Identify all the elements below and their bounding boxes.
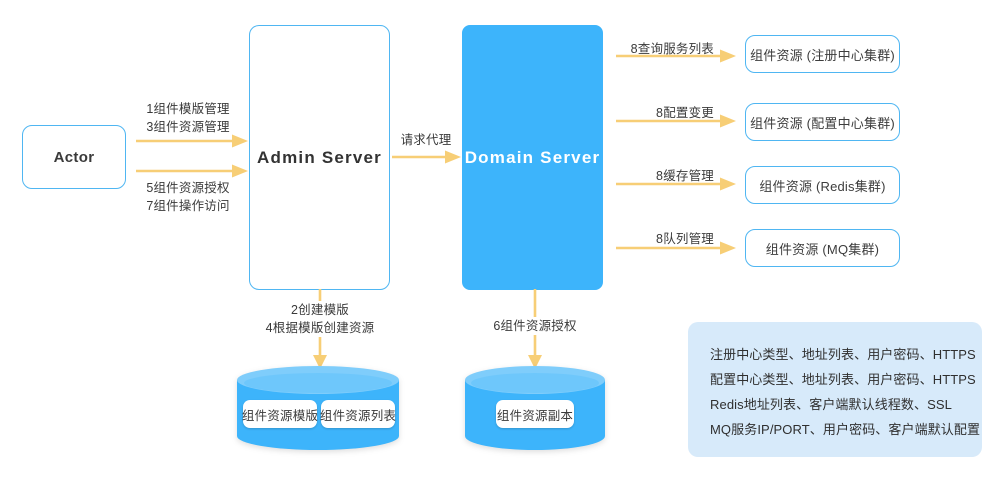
node-domain-server[interactable]: Domain Server [462, 25, 603, 290]
flow-label-line-2: 7组件操作访问 [146, 199, 230, 213]
node-actor-label: Actor [53, 148, 95, 166]
flow-label-line-2: 3组件资源管理 [146, 120, 230, 134]
database-domain[interactable]: 组件资源副本 [465, 366, 605, 450]
flow-label-domain-resource-2: 8缓存管理 [606, 167, 714, 185]
database-admin-shape [237, 366, 399, 450]
node-resource-redis[interactable]: 组件资源 (Redis集群) [745, 166, 900, 204]
node-resource-config[interactable]: 组件资源 (配置中心集群) [745, 103, 900, 141]
flow-label-text: 请求代理 [400, 133, 452, 147]
legend-line-2: Redis地址列表、客户端默认线程数、SSL [710, 397, 953, 412]
flow-label-line-1: 2创建模版 [291, 303, 349, 317]
arrow-domain-to-resource-0 [616, 49, 736, 63]
legend-line-1: 配置中心类型、地址列表、用户密码、HTTPS [710, 372, 976, 387]
node-resource-label: 组件资源 (注册中心集群) [750, 47, 895, 63]
database-domain-chip-0[interactable]: 组件资源副本 [496, 400, 574, 428]
database-admin[interactable]: 组件资源模版 组件资源列表 [237, 366, 399, 450]
node-admin-server[interactable]: Admin Server [249, 25, 390, 290]
node-domain-server-label: Domain Server [464, 147, 601, 167]
flow-label-line-1: 1组件模版管理 [146, 102, 230, 116]
node-actor[interactable]: Actor [22, 125, 126, 189]
database-admin-chip-0[interactable]: 组件资源模版 [242, 400, 318, 428]
node-resource-mq[interactable]: 组件资源 (MQ集群) [745, 229, 900, 267]
node-resource-label: 组件资源 (配置中心集群) [750, 115, 895, 131]
flow-label-admin-to-database: 2创建模版 4根据模版创建资源 [229, 301, 411, 337]
flow-label-text: 8配置变更 [656, 106, 714, 120]
database-admin-chip-1[interactable]: 组件资源列表 [320, 400, 396, 428]
flow-label-text: 8队列管理 [656, 232, 714, 246]
flow-label-text: 8查询服务列表 [630, 42, 714, 56]
legend-line-3: MQ服务IP/PORT、用户密码、客户端默认配置 [710, 422, 981, 437]
flow-label-text: 8缓存管理 [656, 169, 714, 183]
node-admin-server-label: Admin Server [257, 147, 382, 167]
flow-label-text: 6组件资源授权 [493, 319, 577, 333]
flow-label-admin-to-domain: 请求代理 [390, 131, 462, 149]
arrow-actor-to-admin-top [136, 134, 248, 148]
flow-label-actor-admin-top: 1组件模版管理 3组件资源管理 [128, 100, 248, 136]
node-resource-label: 组件资源 (Redis集群) [759, 178, 886, 194]
arrow-domain-to-resource-1 [616, 114, 736, 128]
flow-label-actor-admin-bottom: 5组件资源授权 7组件操作访问 [128, 179, 248, 215]
legend-panel: 注册中心类型、地址列表、用户密码、HTTPS 配置中心类型、地址列表、用户密码、… [688, 322, 982, 457]
flow-label-domain-resource-0: 8查询服务列表 [606, 40, 714, 58]
arrow-domain-to-resource-2 [616, 177, 736, 191]
node-resource-label: 组件资源 (MQ集群) [765, 241, 880, 257]
legend-line-0: 注册中心类型、地址列表、用户密码、HTTPS [710, 347, 976, 362]
flow-label-domain-to-database: 6组件资源授权 [460, 317, 610, 335]
arrow-admin-to-domain [392, 150, 461, 164]
arrow-domain-to-resource-3 [616, 241, 736, 255]
flow-label-line-2: 4根据模版创建资源 [265, 321, 375, 335]
arrow-actor-to-admin-bottom [136, 164, 248, 178]
flow-label-domain-resource-3: 8队列管理 [606, 230, 714, 248]
node-resource-registry[interactable]: 组件资源 (注册中心集群) [745, 35, 900, 73]
flow-label-line-1: 5组件资源授权 [146, 181, 230, 195]
flow-label-domain-resource-1: 8配置变更 [606, 104, 714, 122]
